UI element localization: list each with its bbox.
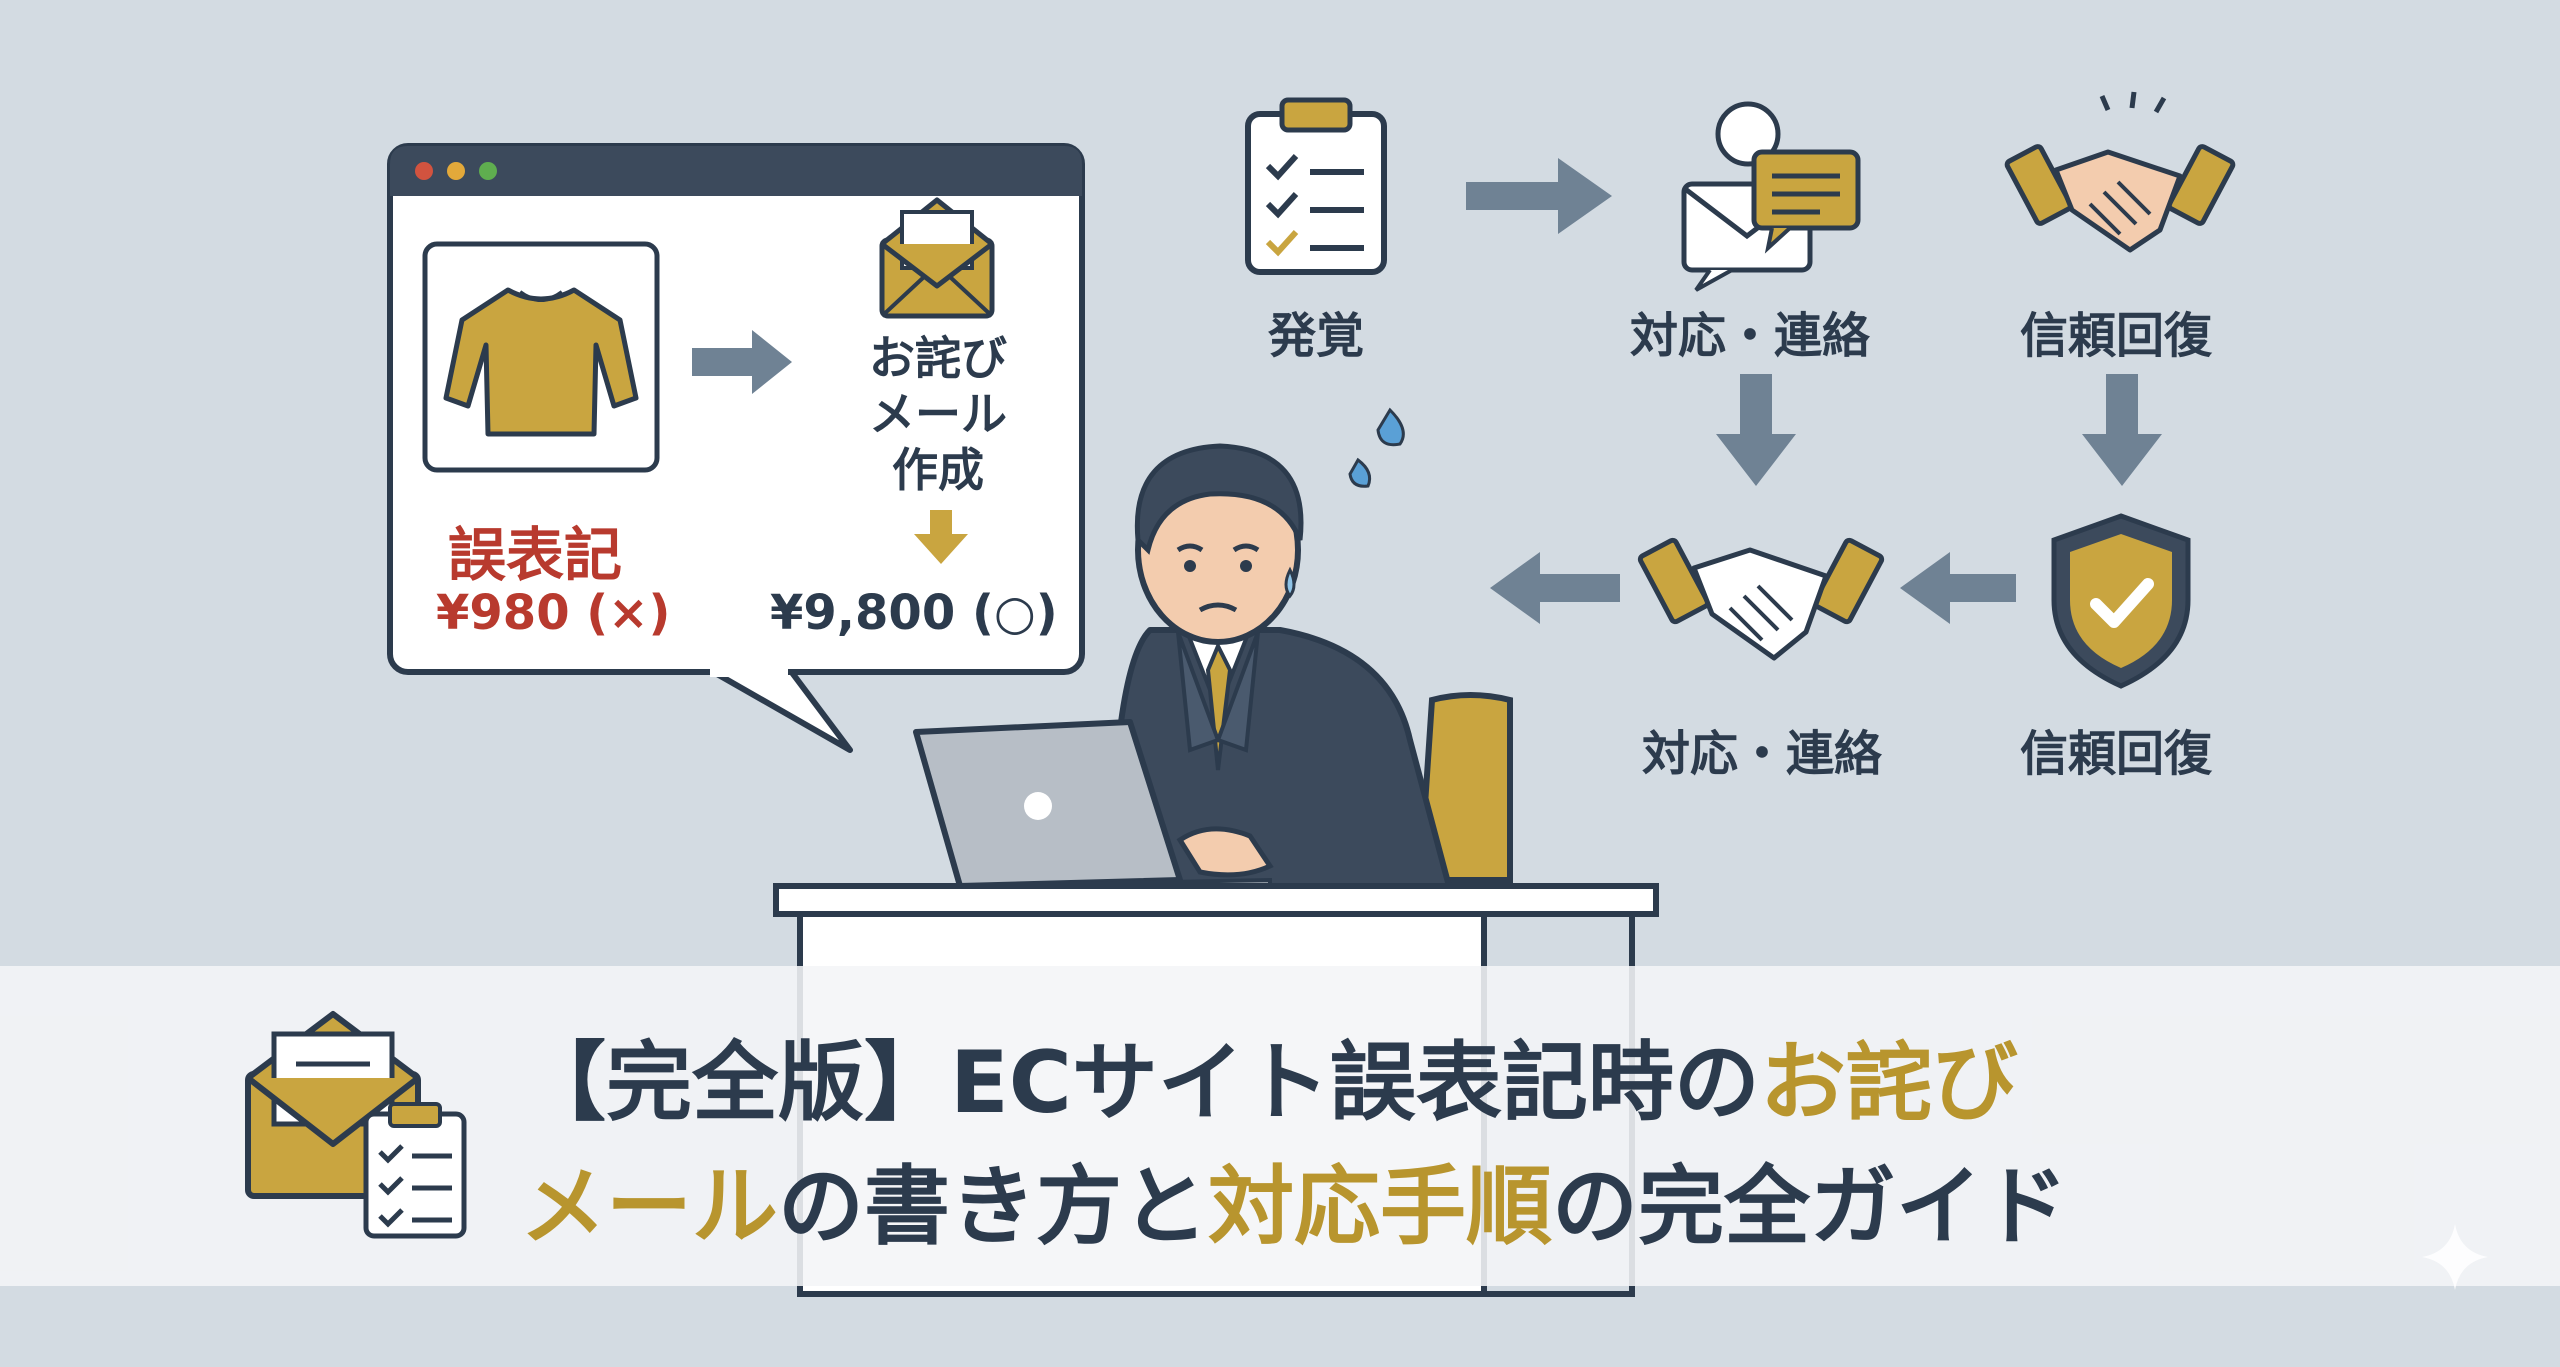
handshake-icon bbox=[1637, 537, 1885, 661]
title-part-plain: 【完全版】ECサイト誤表記時の bbox=[520, 1033, 1760, 1133]
sweater-icon bbox=[443, 287, 639, 437]
flow-arrow-down-1 bbox=[1716, 374, 1796, 486]
flow-arrow-left-2 bbox=[1900, 552, 2016, 624]
flow-label-trust-top: 信頼回復 bbox=[2020, 308, 2213, 364]
flow-label-response-bottom: 対応・連絡 bbox=[1642, 726, 1883, 782]
banner-title-line-2: メールの書き方と対応手順の完全ガイド bbox=[520, 1136, 2068, 1261]
chat-envelope-icon bbox=[1681, 101, 1861, 292]
flow-arrow-left-1 bbox=[1490, 552, 1620, 624]
flow-label-response: 対応・連絡 bbox=[1630, 308, 1871, 364]
title-part-highlight: メール bbox=[520, 1157, 778, 1257]
envelope-icon bbox=[245, 1011, 467, 1239]
email-compose-label: お詫び メール 作成 bbox=[848, 330, 1028, 498]
window-close-dot bbox=[415, 162, 433, 180]
flow-arrow-down-2 bbox=[2082, 374, 2162, 486]
sparkle-icon bbox=[2422, 1224, 2488, 1290]
error-label: 誤表記 bbox=[448, 521, 623, 589]
title-part-plain: の書き方と bbox=[778, 1157, 1208, 1257]
correct-price: ¥9,800 (○) bbox=[770, 585, 1058, 641]
email-line-2: メール bbox=[869, 387, 1007, 441]
envelope-icon bbox=[879, 197, 995, 319]
window-maximize-dot bbox=[479, 162, 497, 180]
email-line-1: お詫び bbox=[869, 331, 1007, 385]
email-line-3: 作成 bbox=[892, 443, 984, 497]
browser-window-icon bbox=[387, 143, 1085, 753]
title-part-plain: の完全ガイド bbox=[1552, 1157, 2068, 1257]
title-part-highlight: お詫び bbox=[1759, 1033, 2018, 1133]
flow-label-discovery: 発覚 bbox=[1268, 308, 1365, 364]
flow-arrow-right bbox=[1466, 158, 1612, 234]
flow-label-trust-bottom: 信頼回復 bbox=[2020, 726, 2213, 782]
clipboard-checklist-icon bbox=[1245, 97, 1387, 275]
handshake-icon bbox=[2004, 91, 2236, 253]
banner-title-line-1: 【完全版】ECサイト誤表記時のお詫び bbox=[520, 1012, 2018, 1137]
window-minimize-dot bbox=[447, 162, 465, 180]
title-part-highlight: 対応手順 bbox=[1208, 1157, 1552, 1257]
clipboard-checklist-icon bbox=[363, 1102, 467, 1239]
shield-check-icon bbox=[2051, 513, 2191, 689]
wrong-price: ¥980 (×) bbox=[436, 585, 671, 641]
